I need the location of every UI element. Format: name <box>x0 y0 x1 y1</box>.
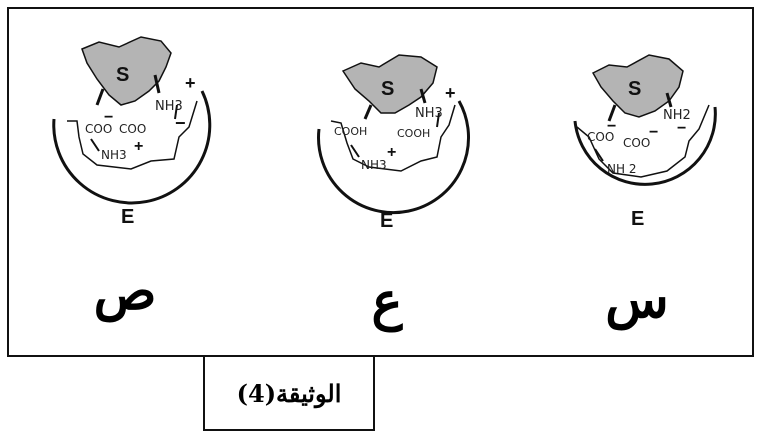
panel-letter: ع <box>371 271 403 333</box>
group-bottom: NH3 <box>101 148 127 162</box>
panel-sin: S NH2 COO − COO − − NH 2 E س <box>573 54 717 331</box>
charge-left: − <box>607 118 616 135</box>
active-site <box>67 100 198 170</box>
group-left: COO <box>587 130 614 144</box>
bond <box>436 112 440 128</box>
bond <box>350 144 360 158</box>
bond <box>363 104 373 120</box>
panel-letter: ص <box>94 261 157 323</box>
group-bottom: NH3 <box>361 158 387 172</box>
figure-caption: الوثيقة(4) <box>203 357 375 431</box>
enzyme-body <box>317 100 470 215</box>
group-left: COO <box>85 122 112 136</box>
bond <box>153 74 161 94</box>
bond <box>607 104 617 122</box>
group-top-right: NH2 <box>663 108 691 123</box>
group-middle: COO <box>623 136 650 150</box>
group-middle: COOH <box>397 127 430 140</box>
substrate <box>81 36 172 106</box>
group-top-right: NH3 <box>155 99 183 114</box>
enzyme-label: E <box>121 206 134 228</box>
panel-letter: س <box>605 269 668 331</box>
charge-bottom: + <box>134 138 143 155</box>
group-middle: COO <box>119 122 146 136</box>
bond <box>174 104 178 120</box>
bond <box>419 88 427 104</box>
charge-top-right: + <box>445 83 456 103</box>
panel-sad: S NH3 + COO − COO − NH3 + E ص <box>52 36 212 323</box>
bond <box>90 138 100 152</box>
substrate <box>591 54 684 118</box>
substrate <box>341 54 438 114</box>
enzyme-body <box>573 106 717 186</box>
substrate-label: S <box>381 78 394 100</box>
charge-middle: − <box>175 113 186 133</box>
bond <box>95 88 105 106</box>
enzyme-substrate-diagram: S NH3 + COO − COO − NH3 + E ص S NH3 + CO… <box>52 36 717 333</box>
panel-ain: S NH3 + COOH COOH NH3 + E ع <box>317 54 470 333</box>
bond <box>665 92 673 108</box>
charge-top-right: + <box>185 73 196 93</box>
enzyme-label: E <box>631 208 644 230</box>
substrate-label: S <box>628 78 641 100</box>
group-bottom: NH 2 <box>607 162 636 176</box>
enzyme-label: E <box>380 210 393 232</box>
charge-bottom: + <box>387 144 396 161</box>
charge-left: − <box>104 109 113 126</box>
figure-frame: S NH3 + COO − COO − NH3 + E ص S NH3 + CO… <box>7 7 754 357</box>
group-left: COOH <box>334 125 367 138</box>
enzyme-body <box>52 90 212 205</box>
group-top-right: NH3 <box>415 106 443 121</box>
charge-middle: − <box>649 124 658 141</box>
bond <box>594 148 604 162</box>
active-site <box>576 104 710 178</box>
charge-right: − <box>677 120 686 137</box>
substrate-label: S <box>116 64 129 86</box>
active-site <box>330 104 456 172</box>
